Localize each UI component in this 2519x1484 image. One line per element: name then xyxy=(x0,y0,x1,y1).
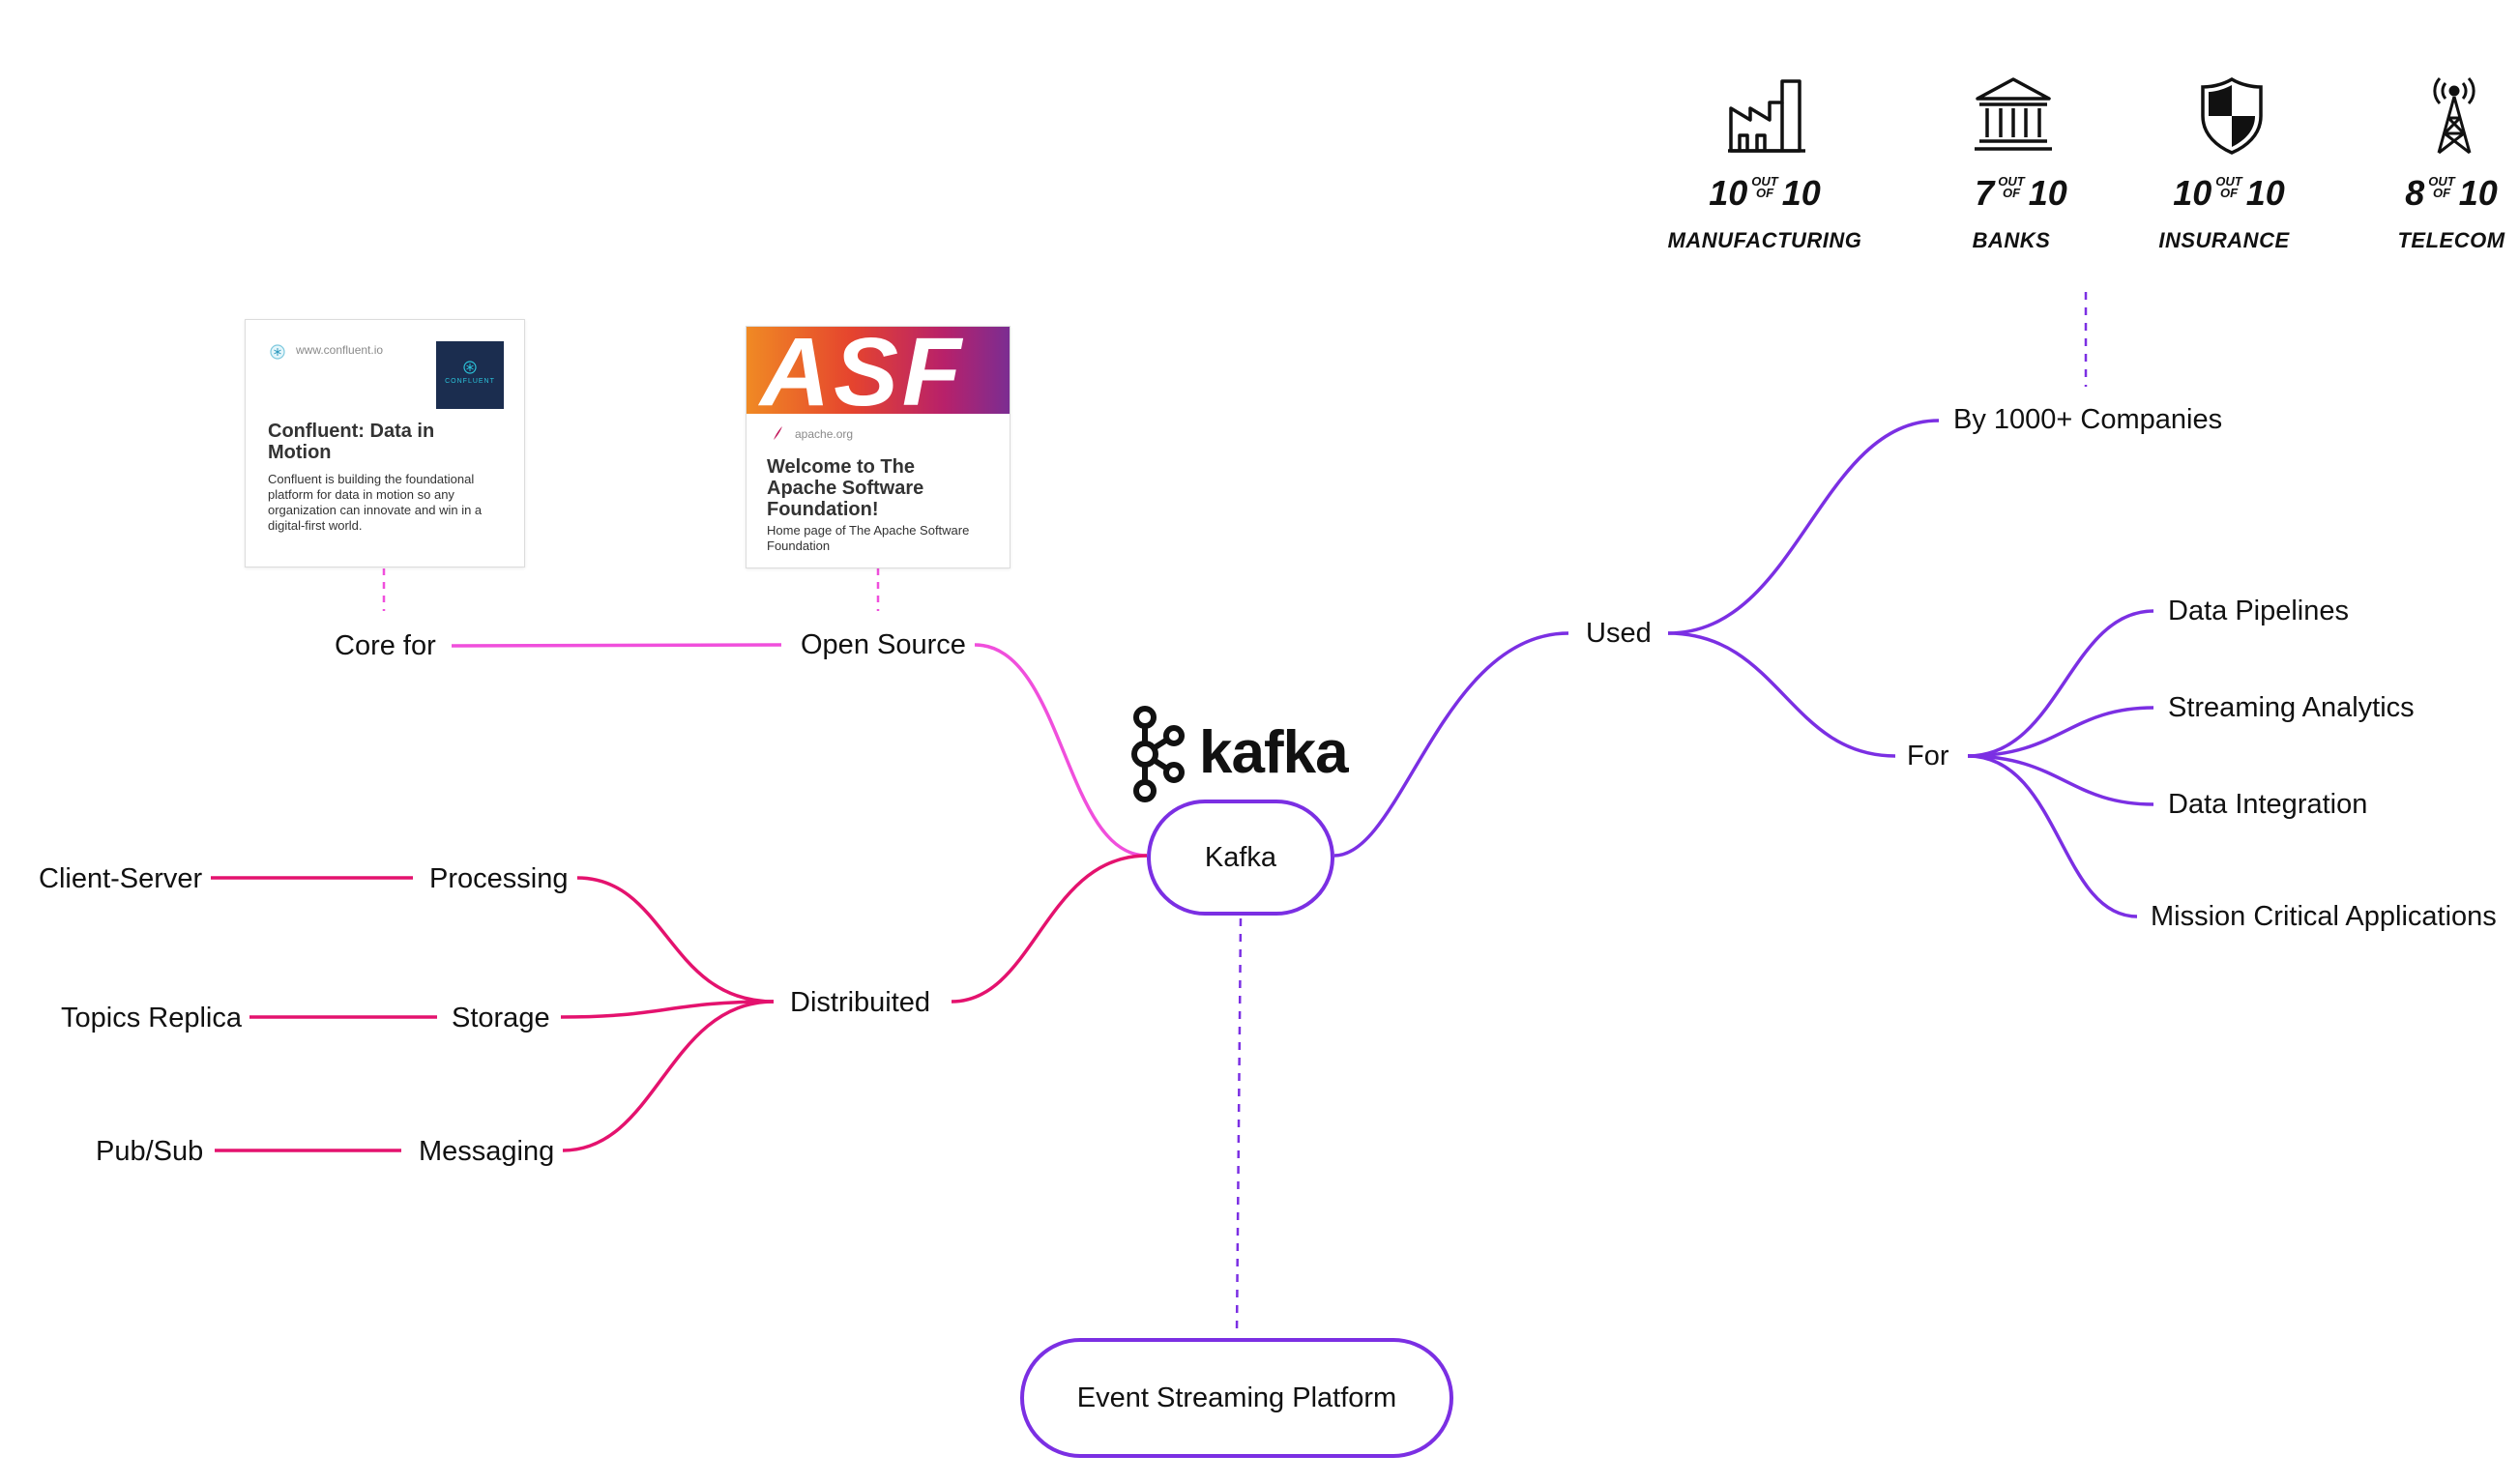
confluent-site: www.confluent.io xyxy=(296,343,384,357)
stat-of-word: OF xyxy=(2432,186,2451,200)
node-core-for[interactable]: Core for xyxy=(335,630,436,661)
stat-of-word: OF xyxy=(2002,186,2021,200)
link-card-apache[interactable]: ASF apache.org Welcome to The Apache Sof… xyxy=(746,326,1011,568)
node-pub-sub[interactable]: Pub/Sub xyxy=(96,1136,204,1167)
connector-distributed-messaging xyxy=(562,1000,775,1152)
kafka-logo-text: kafka xyxy=(1199,719,1349,786)
node-distributed[interactable]: Distribuited xyxy=(790,987,931,1018)
stat-score-value: 10 xyxy=(2173,173,2212,213)
stat-industry-label: INSURANCE xyxy=(2147,218,2301,253)
connector-used-for xyxy=(1667,631,1896,758)
stat-industry-text: INSURANCE xyxy=(2158,228,2290,252)
stat-of-word: OF xyxy=(2219,186,2239,200)
connector-for-pipelines xyxy=(1967,609,2154,758)
connector-for-integration xyxy=(1967,754,2154,806)
stat-total-value: 10 xyxy=(2458,173,2498,213)
node-mission-critical[interactable]: Mission Critical Applications xyxy=(2151,901,2497,932)
confluent-favicon-icon xyxy=(270,344,285,360)
connector-kafka-opensource xyxy=(974,643,1148,858)
apache-site: apache.org xyxy=(795,427,854,441)
confluent-thumbnail: CONFLUENT xyxy=(436,341,504,409)
confluent-title: Confluent: Data in Motion xyxy=(268,421,435,463)
stat-industry-label: TELECOM xyxy=(2388,218,2514,253)
node-by-companies[interactable]: By 1000+ Companies xyxy=(1953,404,2223,435)
stat-out-word: OUT xyxy=(1998,174,2025,189)
stat-score-value: 8 xyxy=(2405,173,2425,213)
shield-icon xyxy=(2201,76,2263,155)
stat-industry-text: BANKS xyxy=(1972,228,2051,252)
connector-opensource-corefor xyxy=(451,643,782,648)
factory-icon xyxy=(1728,79,1805,153)
stat-out-word: OUT xyxy=(2215,174,2242,189)
central-node-label: Kafka xyxy=(1204,841,1277,873)
asf-banner-text: ASF xyxy=(760,327,965,414)
event-streaming-platform-label: Event Streaming Platform xyxy=(1076,1382,1397,1413)
stat-industry-text: TELECOM xyxy=(2397,228,2505,252)
kafka-logo: kafka xyxy=(1124,704,1356,804)
stat-industry-label: BANKS xyxy=(1948,218,2074,253)
stat-of-word: OF xyxy=(1755,186,1774,200)
stat-total-value: 10 xyxy=(2245,173,2285,213)
kafka-logo-icon xyxy=(1131,706,1185,802)
connector-distributed-storage xyxy=(560,1000,775,1019)
connector-kafka-distributed xyxy=(951,854,1148,1004)
connector-used-companies xyxy=(1667,419,1940,635)
connector-kafka-platform xyxy=(1235,917,1243,1335)
stat-score-value: 10 xyxy=(1709,173,1748,213)
stat-industry-text: MANUFACTURING xyxy=(1667,228,1862,252)
connector-kafka-used xyxy=(1333,631,1569,858)
node-streaming-analytics[interactable]: Streaming Analytics xyxy=(2168,692,2415,723)
node-event-streaming-platform[interactable]: Event Streaming Platform xyxy=(1020,1338,1453,1458)
stat-industry-label: MANUFACTURING xyxy=(1658,218,1871,253)
node-for[interactable]: For xyxy=(1907,741,1949,771)
apache-title: Welcome to The Apache Software Foundatio… xyxy=(767,456,924,520)
stat-total-value: 10 xyxy=(1781,173,1821,213)
node-client-server[interactable]: Client-Server xyxy=(39,863,203,894)
stat-out-word: OUT xyxy=(1751,174,1778,189)
connector-distributed-processing xyxy=(576,876,775,1004)
stat-score-value: 7 xyxy=(1975,173,1995,213)
node-data-integration[interactable]: Data Integration xyxy=(2168,789,2368,820)
apache-description: Home page of The Apache Software Foundat… xyxy=(767,523,970,553)
connector-for-analytics xyxy=(1967,706,2154,758)
stat-total-value: 10 xyxy=(2028,173,2067,213)
node-data-pipelines[interactable]: Data Pipelines xyxy=(2168,596,2349,626)
node-topics-replica[interactable]: Topics Replica xyxy=(61,1003,242,1033)
node-open-source[interactable]: Open Source xyxy=(801,629,966,660)
connector-for-mission xyxy=(1967,754,2138,918)
confluent-thumb-text: CONFLUENT xyxy=(445,378,495,385)
confluent-description: Confluent is building the foundational p… xyxy=(268,472,483,533)
central-node-kafka[interactable]: Kafka xyxy=(1147,800,1334,916)
confluent-logo-icon xyxy=(463,361,477,374)
stat-out-word: OUT xyxy=(2428,174,2455,189)
node-used[interactable]: Used xyxy=(1586,618,1652,649)
node-storage[interactable]: Storage xyxy=(452,1003,550,1033)
apache-feather-icon xyxy=(774,426,782,440)
bank-icon xyxy=(1975,77,2052,151)
node-processing[interactable]: Processing xyxy=(429,863,569,894)
node-messaging[interactable]: Messaging xyxy=(419,1136,555,1167)
tower-icon xyxy=(2433,76,2475,155)
asf-banner: ASF xyxy=(747,327,1010,414)
link-card-confluent[interactable]: www.confluent.io CONFLUENT Confluent: Da… xyxy=(245,319,525,567)
